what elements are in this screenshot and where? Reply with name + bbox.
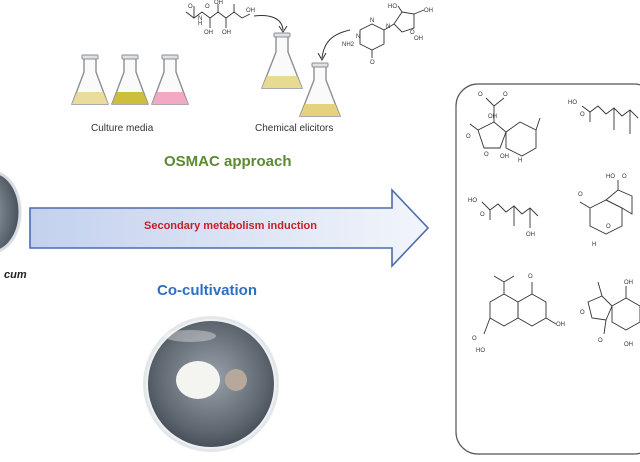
elicitor-flasks: [260, 32, 342, 117]
atom-label: O: [580, 310, 585, 316]
atom-label: OH: [556, 322, 565, 328]
chemical-structure-icon: [579, 180, 633, 235]
atom-label: H: [518, 158, 522, 164]
chemical-structure-icon: [481, 201, 539, 228]
induction-label: Secondary metabolism induction: [144, 220, 317, 232]
atom-label: O: [410, 30, 415, 36]
atom-label: OH: [424, 8, 433, 14]
fungal-colony: [176, 361, 220, 399]
chemical-structure-icon: [581, 105, 639, 134]
cocultivation-title: Co-cultivation: [157, 282, 257, 299]
atom-label: O: [503, 92, 508, 98]
flask-liquid: [152, 92, 188, 104]
atom-label: O: [580, 112, 585, 118]
atom-label: O: [622, 174, 627, 180]
atom-label: NH2: [342, 42, 355, 48]
atom-label: HO: [468, 198, 477, 204]
atom-label: O: [466, 134, 471, 140]
atom-label: N: [198, 16, 202, 22]
atom-label: O: [528, 274, 533, 280]
flask-liquid: [112, 92, 148, 104]
atom-label: O: [370, 60, 375, 66]
flask-icon: [150, 54, 190, 105]
atom-label: OH: [214, 0, 223, 6]
petri-dish-icon: [143, 316, 279, 452]
chemical-structure-icon: [483, 275, 557, 335]
atom-label: O: [578, 192, 583, 198]
species-label: cum: [4, 269, 27, 281]
atom-label: HO: [388, 4, 397, 10]
atom-label: OH: [204, 30, 213, 36]
atom-label: OH: [500, 154, 509, 160]
atom-label: OH: [414, 36, 423, 42]
atom-label: O: [598, 338, 603, 344]
atom-label: N: [356, 34, 360, 40]
atom-label: O: [472, 336, 477, 342]
flask-liquid: [72, 92, 108, 104]
atom-label: H: [198, 21, 202, 27]
atom-label: OH: [246, 8, 255, 14]
atom-label: N: [386, 24, 390, 30]
osmac-title: OSMAC approach: [164, 153, 292, 170]
atom-label: O: [205, 4, 210, 10]
chemical-structure-icon: [185, 4, 251, 28]
chemical-structure-icon: [469, 97, 541, 157]
atom-label: O: [606, 224, 611, 230]
flask-icon: [260, 32, 304, 89]
atom-label: HO: [476, 348, 485, 354]
atom-label: H: [592, 242, 596, 248]
atom-label: OH: [624, 342, 633, 348]
atom-label: OH: [624, 280, 633, 286]
atom-label: OH: [222, 30, 231, 36]
chemical-elicitors-label: Chemical elicitors: [255, 123, 334, 134]
induction-arrow: [29, 187, 430, 269]
atom-label: OH: [488, 114, 497, 120]
flask-icon: [110, 54, 150, 105]
atom-label: O: [484, 152, 489, 158]
flask-icon: [70, 54, 110, 105]
fungal-colony: [225, 369, 247, 391]
chemical-structure-icon: [587, 281, 640, 335]
elicitor-arrows: [253, 15, 351, 62]
atom-label: OH: [526, 232, 535, 238]
atom-label: O: [188, 4, 193, 10]
culture-media-label: Culture media: [91, 123, 154, 134]
left-petri-dish: [0, 172, 22, 252]
atom-label: O: [478, 92, 483, 98]
products-panel: [455, 83, 640, 455]
atom-label: N: [370, 18, 374, 24]
atom-label: O: [480, 212, 485, 218]
chemical-structure-icon: [359, 5, 425, 58]
atom-label: HO: [606, 174, 615, 180]
culture-media-flasks: [70, 54, 190, 105]
atom-label: HO: [568, 100, 577, 106]
flask-icon: [298, 62, 342, 117]
